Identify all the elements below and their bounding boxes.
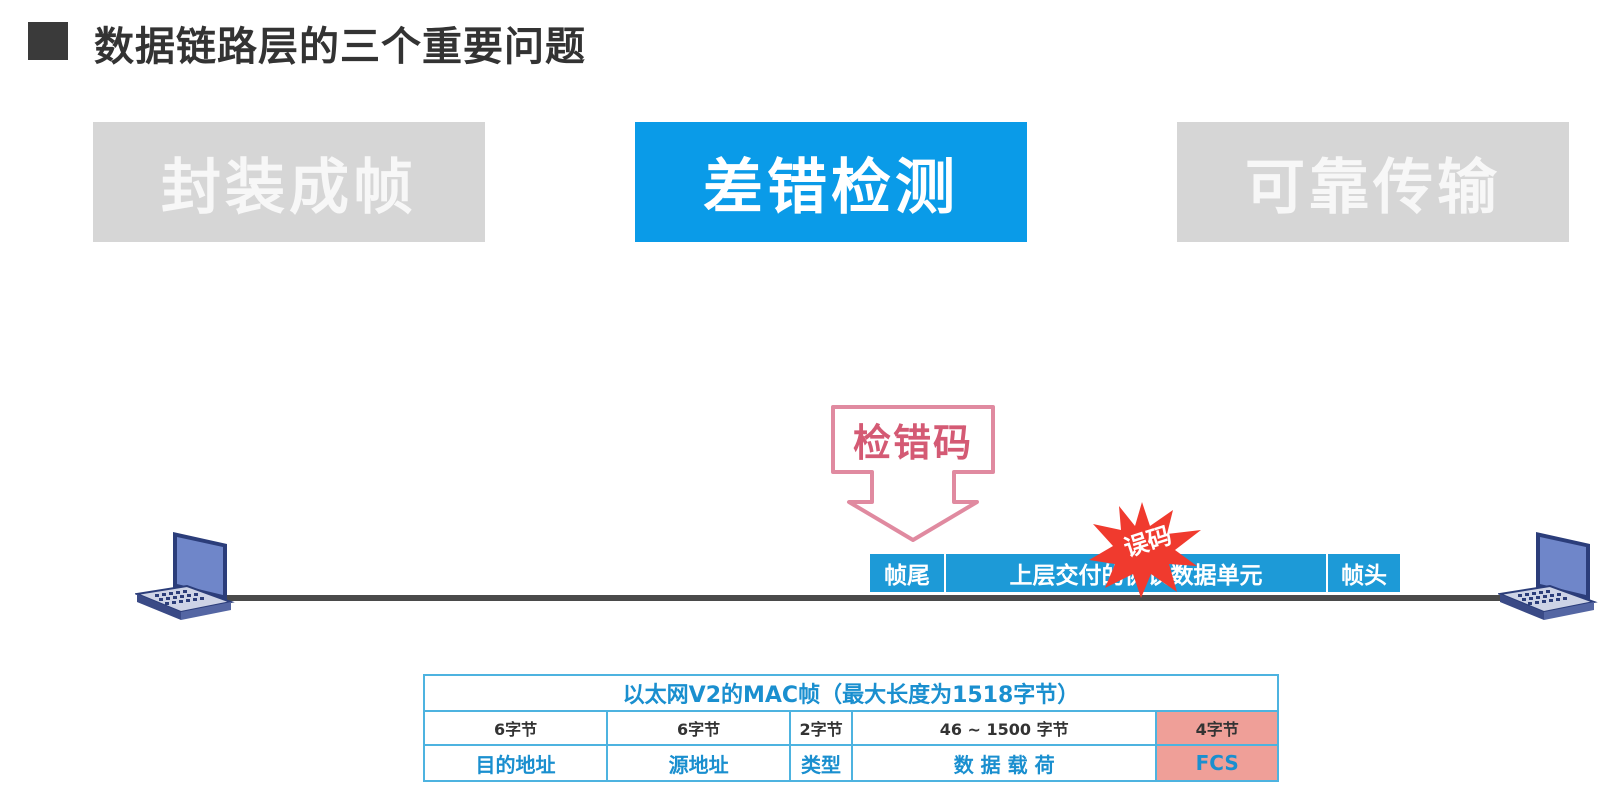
field-size: 6字节 — [422, 710, 609, 746]
topic-error-detection-button[interactable]: 差错检测 — [635, 122, 1027, 242]
topic-label: 差错检测 — [703, 152, 959, 223]
fcs-name: FCS — [1155, 744, 1279, 782]
fcs-size: 4字节 — [1155, 710, 1279, 746]
mac-frame-table: 以太网V2的MAC帧（最大长度为1518字节） 6字节 6字节 2字节 46 ~… — [422, 674, 1279, 782]
field-name: 类型 — [789, 744, 853, 782]
field-size: 46 ~ 1500 字节 — [850, 710, 1158, 746]
field-name: 源地址 — [606, 744, 792, 782]
laptop-right-icon — [1498, 532, 1598, 620]
frame-head: 帧头 — [1328, 554, 1400, 592]
title-square-icon — [28, 22, 68, 60]
topic-label: 可靠传输 — [1245, 152, 1501, 223]
field-name: 数 据 载 荷 — [850, 744, 1158, 782]
transmission-line — [215, 595, 1515, 601]
down-arrow-callout-icon — [831, 405, 995, 542]
topic-reliable-transmission-button[interactable]: 可靠传输 — [1177, 122, 1569, 242]
topic-framing-button[interactable]: 封装成帧 — [93, 122, 485, 242]
field-size: 6字节 — [606, 710, 792, 746]
frame-tail: 帧尾 — [870, 554, 946, 592]
error-burst-icon — [1089, 502, 1201, 598]
field-name: 目的地址 — [422, 744, 609, 782]
field-size: 2字节 — [789, 710, 853, 746]
page-title: 数据链路层的三个重要问题 — [94, 24, 586, 70]
topic-label: 封装成帧 — [161, 152, 417, 223]
mac-table-caption: 以太网V2的MAC帧（最大长度为1518字节） — [423, 674, 1279, 712]
laptop-left-icon — [135, 532, 235, 620]
error-detection-code-label: 检错码 — [852, 421, 973, 465]
